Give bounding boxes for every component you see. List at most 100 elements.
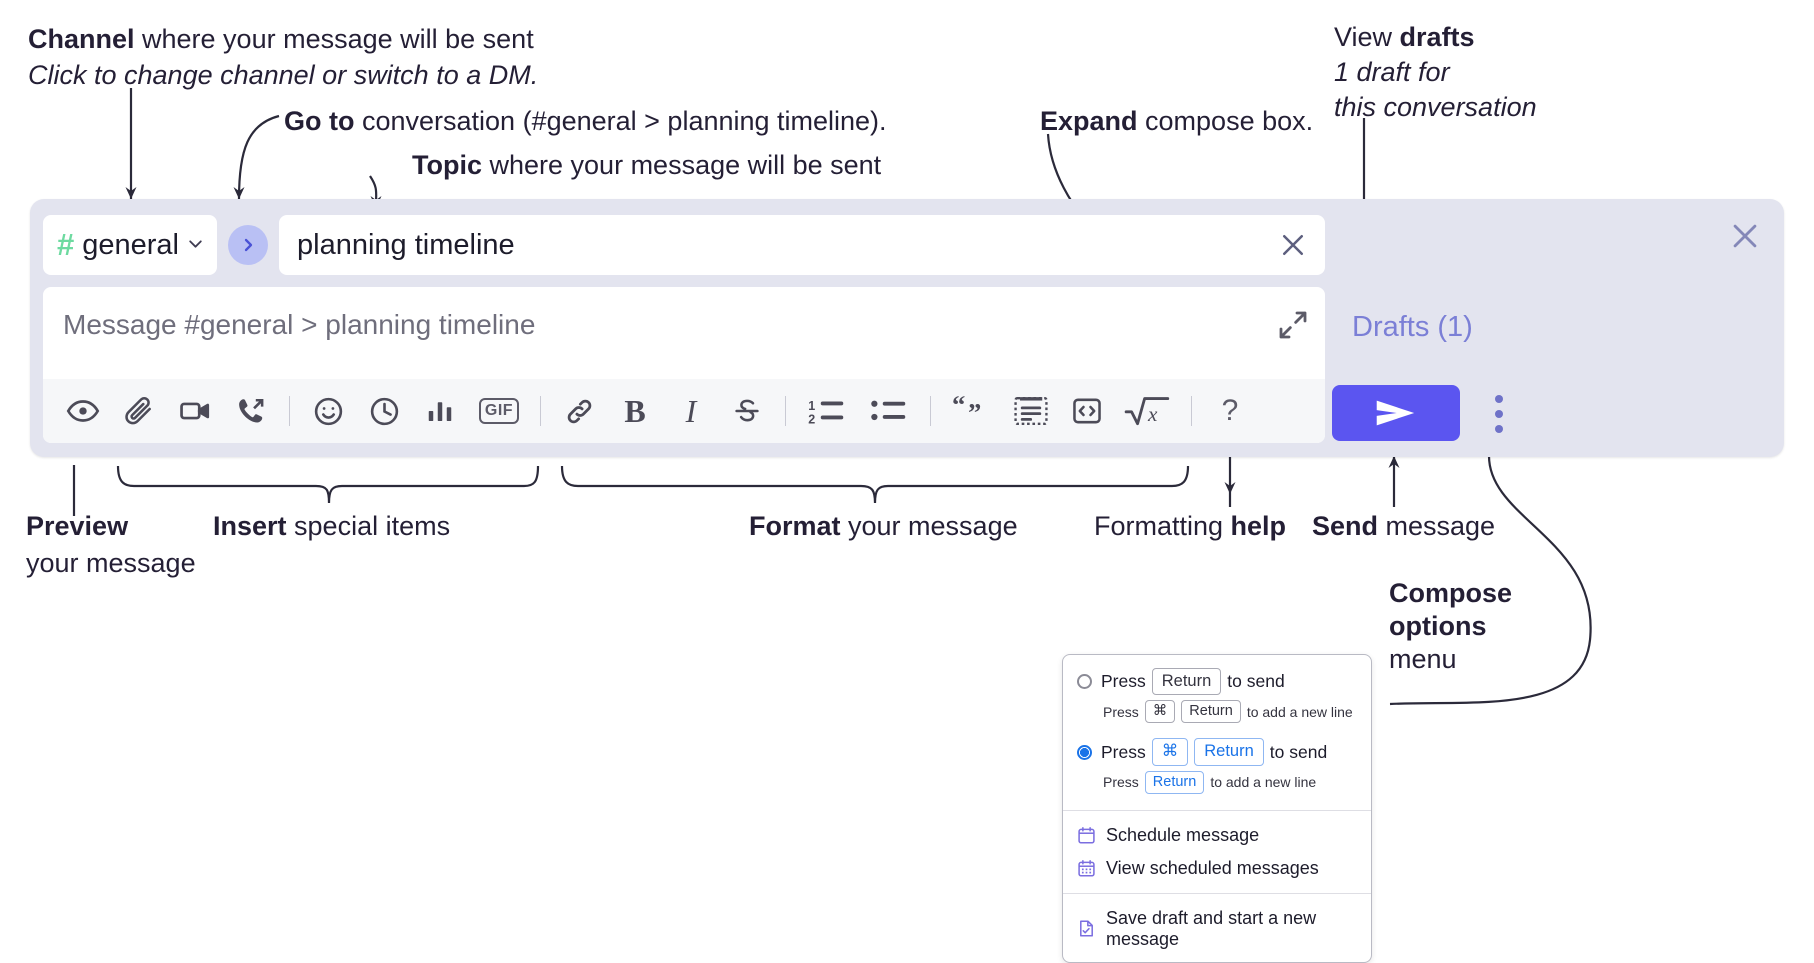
menu-option-return-to-send[interactable]: Press Return to send — [1063, 665, 1371, 698]
svg-text:“: “ — [952, 395, 965, 420]
svg-text:1: 1 — [808, 399, 815, 413]
preview-button[interactable] — [55, 384, 111, 438]
close-compose-button[interactable] — [1728, 219, 1762, 253]
italic-button[interactable]: I — [663, 384, 719, 438]
annotation-expand-bold: Expand — [1040, 106, 1138, 136]
svg-text:”: ” — [968, 398, 981, 427]
toolbar-divider — [785, 396, 786, 426]
audio-clip-button[interactable] — [223, 384, 279, 438]
annotation-goto: Go to conversation (#general > planning … — [284, 106, 887, 138]
toolbar-divider — [1191, 396, 1192, 426]
code-block-button[interactable] — [1003, 384, 1059, 438]
topic-input[interactable]: planning timeline — [297, 228, 515, 261]
radio-selected-icon[interactable] — [1077, 744, 1092, 760]
annotation-topic-bold: Topic — [412, 150, 482, 180]
drafts-link[interactable]: Drafts (1) — [1352, 311, 1473, 343]
menu-item-schedule-message[interactable]: Schedule message — [1063, 819, 1371, 852]
gif-icon: GIF — [478, 398, 520, 424]
inline-code-icon — [1073, 398, 1101, 424]
strikethrough-icon — [735, 399, 759, 422]
link-button[interactable] — [551, 384, 607, 438]
kebab-dot — [1495, 395, 1503, 403]
attachment-icon — [125, 396, 151, 425]
compose-header-row: # general planning timeline — [43, 213, 1325, 277]
menu-option-2-pre: Press — [1101, 741, 1146, 762]
ordered-list-icon: 1 2 — [808, 399, 844, 427]
chevron-down-icon — [187, 235, 204, 257]
toolbar-divider — [289, 396, 290, 426]
attachment-button[interactable] — [111, 384, 167, 438]
menu-option-2-text: Press ⌘ Return to send — [1101, 738, 1327, 766]
annotation-expand: Expand compose box. — [1040, 106, 1313, 138]
document-check-icon — [1080, 920, 1093, 937]
message-input-box[interactable]: Message #general > planning timeline — [43, 287, 1325, 443]
annotation-channel-bold: Channel — [28, 24, 135, 54]
schedule-button[interactable] — [356, 384, 412, 438]
menu-option-2-sub-post: to add a new line — [1210, 774, 1317, 791]
audio-call-icon — [239, 399, 264, 423]
annotation-preview: Preview your message — [26, 511, 196, 580]
annotation-topic: Topic where your message will be sent — [412, 150, 881, 182]
topic-input-wrapper[interactable]: planning timeline — [279, 215, 1325, 275]
radio-unselected-icon[interactable] — [1077, 674, 1092, 690]
menu-item-view-scheduled-label: View scheduled messages — [1106, 857, 1319, 878]
menu-item-save-draft-label: Save draft and start a new message — [1106, 907, 1317, 949]
menu-option-2-sub-key: Return — [1144, 770, 1205, 794]
annotation-drafts: View drafts 1 draft for this conversatio… — [1334, 22, 1537, 124]
video-icon — [180, 402, 210, 420]
menu-option-1-sub-key1: ⌘ — [1144, 700, 1176, 724]
blockquote-button[interactable]: “ ” — [941, 384, 1003, 438]
annotation-format-rest: your message — [840, 511, 1018, 541]
goto-conversation-button[interactable] — [228, 225, 268, 265]
bullet-list-button[interactable] — [858, 384, 920, 438]
menu-option-2-key1: ⌘ — [1151, 738, 1189, 766]
channel-selector[interactable]: # general — [43, 215, 217, 275]
annotation-goto-bold: Go to — [284, 106, 355, 136]
annotation-preview-rest: your message — [26, 547, 196, 578]
close-icon — [1733, 224, 1757, 248]
math-button[interactable]: x — [1115, 384, 1181, 438]
poll-button[interactable] — [412, 384, 468, 438]
menu-option-1-sub-pre: Press — [1103, 703, 1139, 720]
poll-icon — [428, 402, 452, 421]
menu-option-1-key: Return — [1151, 668, 1222, 696]
menu-item-view-scheduled[interactable]: View scheduled messages — [1063, 852, 1371, 885]
video-clip-button[interactable] — [167, 384, 223, 438]
annotation-preview-bold: Preview — [26, 511, 129, 541]
clock-icon — [370, 397, 398, 425]
clear-topic-button[interactable] — [1275, 227, 1311, 263]
menu-item-save-draft[interactable]: Save draft and start a new message — [1063, 902, 1371, 962]
inline-code-button[interactable] — [1059, 384, 1115, 438]
menu-option-1-sub: Press ⌘ Return to add a new line — [1063, 698, 1371, 731]
strikethrough-button[interactable] — [719, 384, 775, 438]
formatting-help-button[interactable]: ? — [1202, 384, 1258, 438]
annotation-help-bold: help — [1230, 511, 1287, 541]
hash-icon: # — [57, 226, 75, 262]
annotation-channel-rest: where your message will be sent — [134, 24, 534, 54]
ordered-list-button[interactable]: 1 2 — [796, 384, 858, 438]
calendar-grid-icon — [1078, 859, 1095, 877]
toolbar-divider — [540, 396, 541, 426]
compose-inner: # general planning timeline M — [43, 213, 1325, 443]
annotation-send-bold: Send — [1312, 511, 1379, 541]
help-icon: ? — [1221, 394, 1239, 427]
annotation-drafts-italic1: 1 draft for — [1334, 56, 1450, 87]
menu-option-1-pre: Press — [1101, 671, 1146, 692]
send-button[interactable] — [1332, 385, 1460, 441]
formatting-toolbar: GIF B I — [43, 379, 1325, 443]
message-placeholder: Message #general > planning timeline — [63, 309, 536, 340]
annotation-expand-rest: compose box. — [1137, 106, 1314, 136]
svg-text:2: 2 — [808, 413, 815, 427]
expand-compose-button[interactable] — [1277, 309, 1309, 341]
annotation-drafts-bold: drafts — [1399, 22, 1475, 52]
bold-button[interactable]: B — [607, 384, 663, 438]
compose-options-button[interactable] — [1482, 387, 1516, 441]
menu-option-cmd-return-to-send[interactable]: Press ⌘ Return to send — [1063, 735, 1371, 768]
gif-button[interactable]: GIF — [468, 384, 530, 438]
menu-divider — [1063, 809, 1371, 811]
menu-option-1-sub-key2: Return — [1181, 700, 1241, 724]
emoji-button[interactable] — [300, 384, 356, 438]
annotation-send-rest: message — [1378, 511, 1496, 541]
annotation-compose-options-bold1: Compose — [1389, 578, 1513, 608]
